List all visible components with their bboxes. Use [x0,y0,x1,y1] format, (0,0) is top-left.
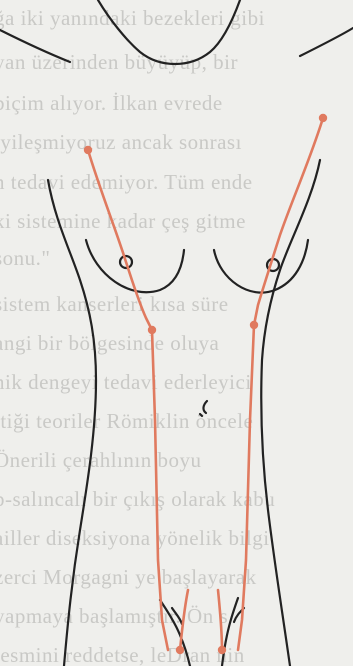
center-right-meridian-line [218,590,222,650]
left-breast-line [86,240,184,292]
right-shoulder-line [300,28,353,56]
acupoints [84,114,327,654]
acupoint-dot [250,321,258,329]
right-torso-contour [261,160,320,666]
acupoint-dot [218,646,226,654]
navel-mark [200,401,207,416]
acupoint-dot [176,646,184,654]
acupoint-dot [148,326,156,334]
acupoint-dot [319,114,327,122]
acupoint-dot [84,146,92,154]
groin-right-line [222,598,238,666]
right-breast-line [214,240,308,293]
left-torso-contour [48,180,96,666]
right-meridian-line [238,118,323,650]
meridian-paths [88,118,323,650]
neck-left-line [98,0,240,64]
left-meridian-line [88,150,168,650]
left-shoulder-line [0,30,70,62]
